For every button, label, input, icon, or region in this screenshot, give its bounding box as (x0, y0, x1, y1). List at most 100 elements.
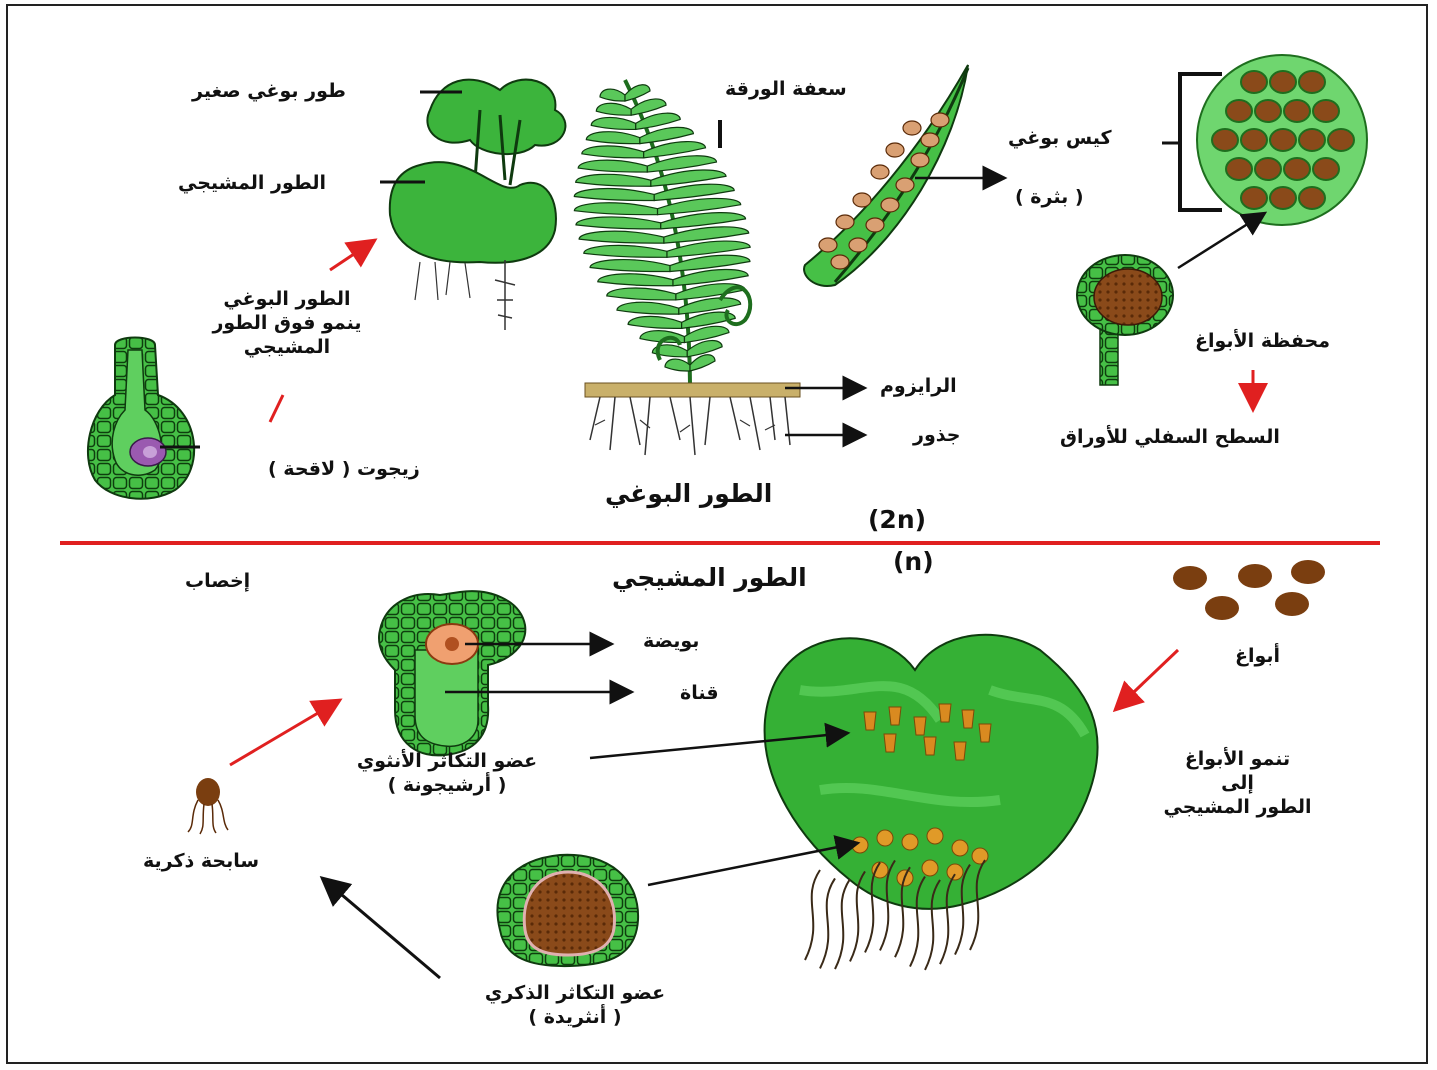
sorus (903, 121, 921, 135)
antheridium-mark (877, 830, 893, 846)
spore-sac (1212, 129, 1238, 151)
label-young-sporophyte: طور بوغي صغير (192, 80, 346, 104)
spore-sac-illustration (1197, 55, 1367, 225)
label-female-organ: عضو التكاثر الأنثوي ( أرشيجونة ) (322, 750, 572, 798)
label-fertilization: إخصاب (185, 570, 250, 594)
label-canal: قناة (680, 682, 719, 706)
label-diploid: (2n) (868, 504, 926, 535)
spore-sac (1270, 187, 1296, 209)
spore-sac (1284, 100, 1310, 122)
spores-illustration (1173, 560, 1325, 620)
spore-sac (1328, 129, 1354, 151)
label-rhizome: الرايزوم (880, 375, 957, 399)
archegonium-mark (954, 742, 966, 760)
sorus (886, 143, 904, 157)
pinna-left (586, 132, 640, 144)
sperm-illustration (188, 778, 228, 834)
label-leaflet: سعفة الورقة (725, 78, 847, 102)
spore-sac (1313, 100, 1339, 122)
spore-sac (1284, 158, 1310, 180)
pinna-left (600, 89, 625, 101)
antheridium-mark (947, 864, 963, 880)
sorus (911, 153, 929, 167)
label-gametophyte: الطور المشيجي (178, 172, 326, 196)
archegonium-illustration (379, 591, 525, 755)
label-grows-line3: المشيجي (182, 336, 392, 360)
spore-sac (1226, 100, 1252, 122)
pinna-right (690, 355, 715, 371)
pinna-left (576, 217, 661, 229)
label-leaf-underside: السطح السفلي للأوراق (1060, 426, 1280, 450)
label-sperm: سابحة ذكرية (143, 850, 259, 874)
pinna-left (576, 174, 651, 186)
sorus (921, 133, 939, 147)
label-sporangium: محفظة الأبواغ (1195, 330, 1330, 354)
spore-sac (1241, 187, 1267, 209)
pinna-left (607, 288, 676, 300)
sorus (836, 215, 854, 229)
pinna-left (596, 103, 631, 115)
label-epidermis: ( بثرة ) (1015, 186, 1084, 210)
label-female-organ-name: عضو التكاثر الأنثوي (322, 750, 572, 774)
pinna-left (578, 160, 647, 172)
pinna-left (584, 245, 667, 257)
label-male-organ: عضو التكاثر الذكري ( أنثريدة ) (450, 982, 700, 1030)
spore-sac (1299, 129, 1325, 151)
zygote-illustration (88, 338, 194, 499)
sorus (931, 113, 949, 127)
rhizoid (835, 879, 850, 969)
label-spores-grow-line2: إلى (1140, 772, 1335, 796)
spore-sac (1255, 158, 1281, 180)
sporangium-illustration (1077, 255, 1173, 385)
rhizoid (805, 870, 820, 960)
label-antheridium: ( أنثريدة ) (450, 1006, 700, 1030)
antheridium-mark (922, 860, 938, 876)
sorus (896, 178, 914, 192)
sorus (871, 165, 889, 179)
archegonium-mark (979, 724, 991, 742)
antheridium-mark (902, 834, 918, 850)
sorus (849, 238, 867, 252)
archegonium-mark (924, 737, 936, 755)
pinna-left (574, 203, 657, 215)
label-grows-line2: ينمو فوق الطور (182, 312, 392, 336)
label-sporophyte-grows: الطور البوغي ينمو فوق الطور المشيجي (182, 288, 392, 359)
label-spores-grow: تنمو الأبواغ إلى الطور المشيجي (1140, 748, 1335, 819)
spore-sac (1270, 129, 1296, 151)
label-spores-grow-line3: الطور المشيجي (1140, 796, 1335, 820)
archegonium-mark (914, 717, 926, 735)
pinna-left (628, 316, 682, 328)
fern-illustration (574, 80, 800, 455)
pinna-right (684, 326, 728, 342)
spore-sac (1299, 187, 1325, 209)
sorus (853, 193, 871, 207)
archegonium-mark (962, 710, 974, 728)
rhizoid (820, 878, 835, 968)
label-sporophyte-title: الطور البوغي (605, 478, 772, 509)
spore-sac (1313, 158, 1339, 180)
pinna-right (679, 298, 741, 314)
pinna-left (591, 117, 635, 129)
archegonium-mark (864, 712, 876, 730)
spore-sac (1270, 71, 1296, 93)
spore-sac (1241, 71, 1267, 93)
antheridium-mark (927, 828, 943, 844)
young-sporophyte-illustration (390, 80, 566, 330)
label-gametophyte-title: الطور المشيجي (612, 562, 807, 593)
antheridium-mark (952, 840, 968, 856)
archegonium-mark (939, 704, 951, 722)
label-grows-line1: الطور البوغي (182, 288, 392, 312)
pinna-left (598, 274, 673, 286)
label-roots: جذور (913, 424, 960, 448)
label-haploid: (n) (893, 546, 934, 577)
prothallus-illustration (765, 635, 1098, 970)
spore-sac (1299, 71, 1325, 93)
archegonium-mark (884, 734, 896, 752)
spore-sac (1226, 158, 1252, 180)
label-archegonium: ( أرشيجونة ) (322, 774, 572, 798)
antheridium-mark (972, 848, 988, 864)
pinna-left (582, 146, 644, 158)
sorus (831, 255, 849, 269)
pinna-left (665, 359, 690, 371)
archegonium-mark (889, 707, 901, 725)
